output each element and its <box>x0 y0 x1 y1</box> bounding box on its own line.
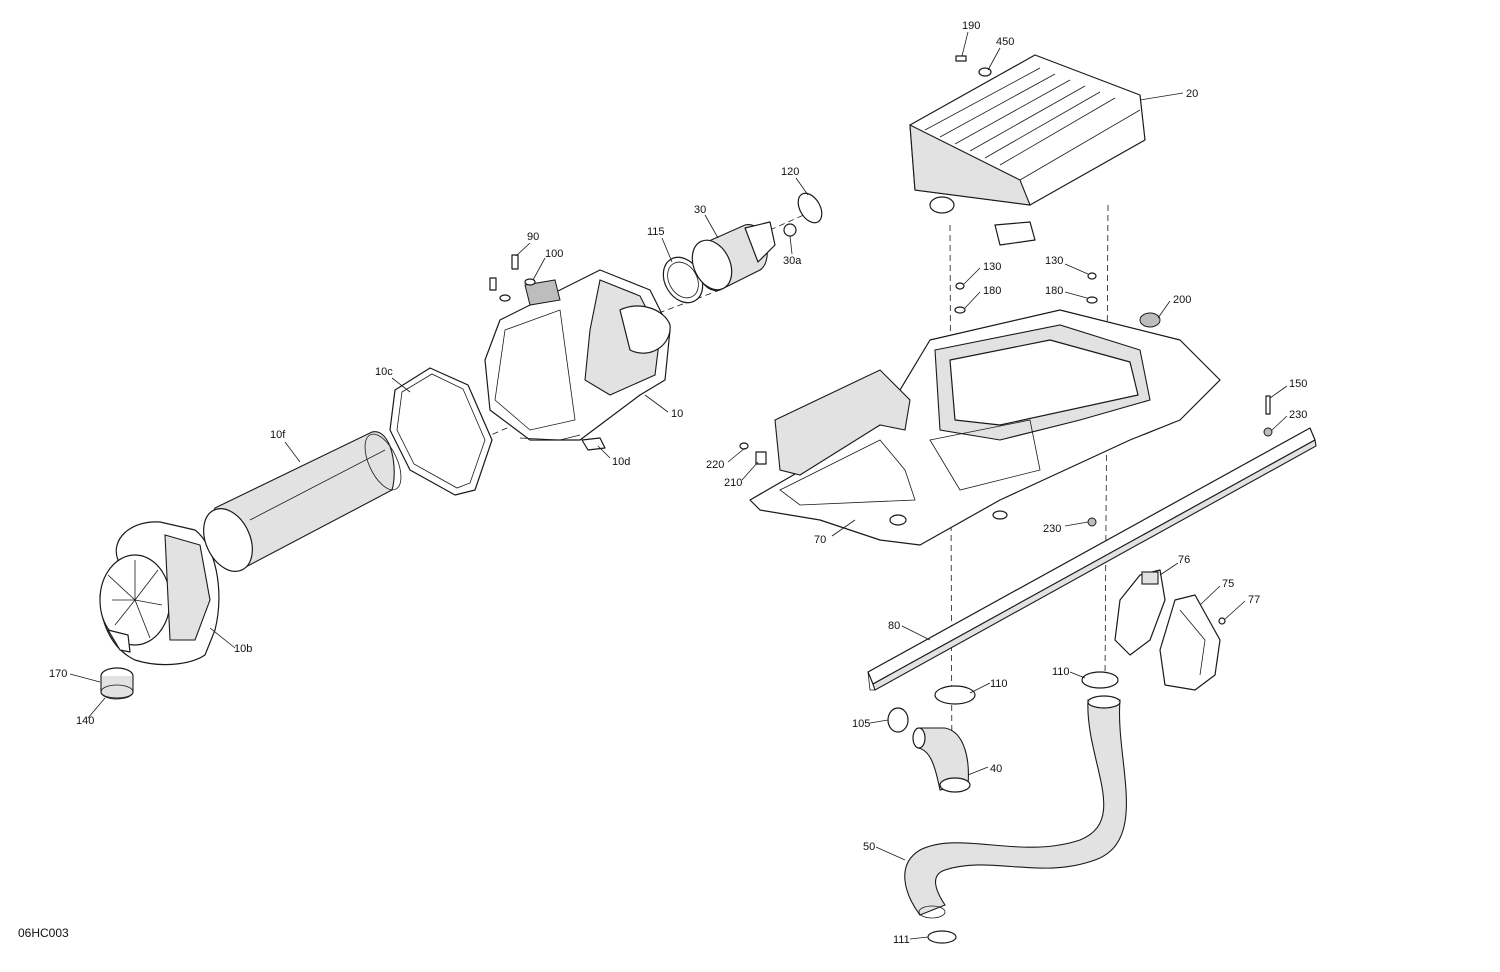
callout-10c: 10c <box>375 366 393 378</box>
clamp-110-right <box>1081 671 1119 689</box>
intake-housing-10b <box>99 521 220 666</box>
callout-450: 450 <box>996 36 1014 48</box>
callout-220: 220 <box>706 459 724 471</box>
callout-100: 100 <box>545 248 563 260</box>
hose-50 <box>904 695 1127 919</box>
clamp-120 <box>797 192 823 224</box>
clamp-105 <box>887 707 909 733</box>
leader-lines <box>69 31 1288 940</box>
filter-element-10f <box>203 431 402 572</box>
callout-10d: 10d <box>612 456 630 468</box>
callout-labels: 190 450 20 120 30 115 90 100 30a 130 130… <box>49 20 1307 946</box>
callout-105: 105 <box>852 718 870 730</box>
callout-70: 70 <box>814 534 826 546</box>
callout-50: 50 <box>863 841 875 853</box>
mounting-tray-70 <box>749 309 1221 546</box>
callout-150: 150 <box>1289 378 1307 390</box>
callout-200: 200 <box>1173 294 1191 306</box>
callout-20: 20 <box>1186 88 1198 100</box>
callout-10b: 10b <box>234 643 252 655</box>
grommet-200 <box>1139 312 1161 328</box>
callout-130-left: 130 <box>983 261 1001 273</box>
callout-170: 170 <box>49 668 67 680</box>
callout-40: 40 <box>990 763 1002 775</box>
callout-180-left: 180 <box>983 285 1001 297</box>
screw-77 <box>1218 617 1226 625</box>
callout-130-right: 130 <box>1045 255 1063 267</box>
callout-30: 30 <box>694 204 706 216</box>
callout-10f: 10f <box>270 429 286 441</box>
callout-76: 76 <box>1178 554 1190 566</box>
clamp-110-left <box>934 685 976 705</box>
callout-90: 90 <box>527 231 539 243</box>
callout-210: 210 <box>724 477 742 489</box>
callout-10: 10 <box>671 408 683 420</box>
nut-30a <box>783 223 797 237</box>
elbow-40 <box>912 727 971 793</box>
airbox-10 <box>484 269 671 441</box>
callout-30a: 30a <box>783 255 802 267</box>
callout-190: 190 <box>962 20 980 32</box>
bracket-rail-80 <box>867 427 1317 691</box>
callout-120: 120 <box>781 166 799 178</box>
callout-230-top: 230 <box>1289 409 1307 421</box>
callout-115: 115 <box>647 226 665 238</box>
callout-230-bottom: 230 <box>1043 523 1061 535</box>
callout-110-left: 110 <box>990 678 1008 690</box>
callout-75: 75 <box>1222 578 1234 590</box>
screws-90-100 <box>489 254 536 302</box>
intercooler-20 <box>909 54 1146 246</box>
callout-111: 111 <box>893 934 910 946</box>
callout-180-right: 180 <box>1045 285 1063 297</box>
figure-code: 06HC003 <box>18 926 69 940</box>
callout-140: 140 <box>76 715 94 727</box>
fasteners-130-180 <box>954 272 1098 314</box>
clip-10d <box>581 437 606 451</box>
coupler-140-170 <box>100 667 134 700</box>
turbo-inlet-30 <box>691 221 776 291</box>
callout-110-right: 110 <box>1052 666 1070 678</box>
clamp-111 <box>927 930 957 944</box>
bolt-150-washer-230 <box>1087 395 1273 527</box>
callout-77: 77 <box>1248 594 1260 606</box>
bolt-190-washer-450 <box>955 55 992 77</box>
bracket-75 <box>1159 594 1221 691</box>
callout-80: 80 <box>888 620 900 632</box>
gasket-10c <box>389 367 493 496</box>
bracket-76 <box>1114 569 1166 656</box>
screw-220-nut-210 <box>739 442 767 465</box>
